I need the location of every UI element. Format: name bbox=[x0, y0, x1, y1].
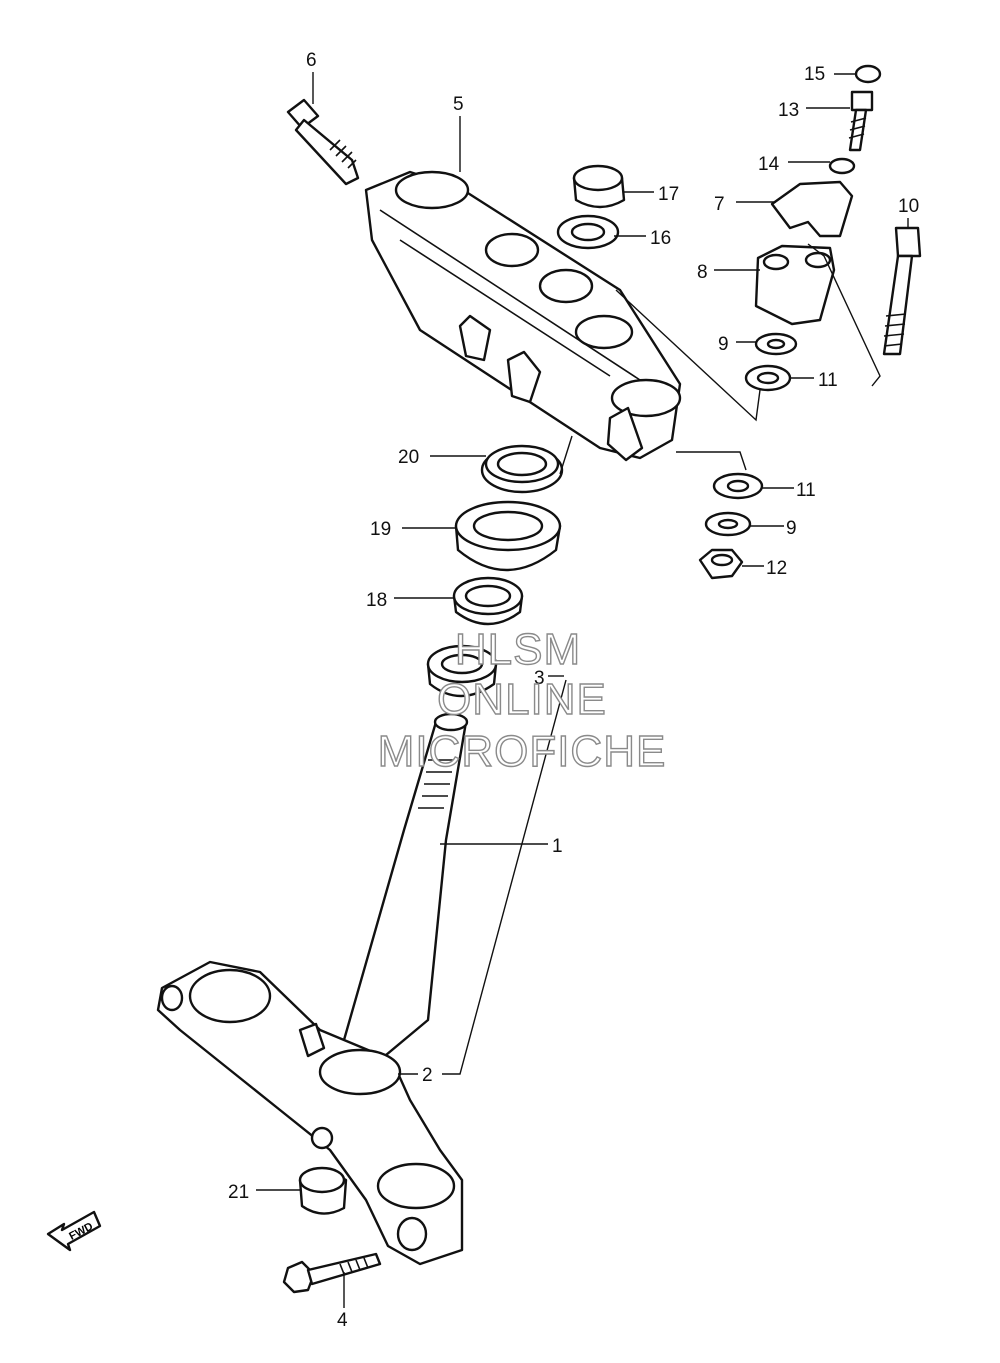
callout-20: 20 bbox=[398, 447, 419, 468]
callout-3: 3 bbox=[534, 668, 545, 689]
callout-labels: 6 5 17 16 15 13 14 7 10 8 9 11 20 11 19 … bbox=[228, 50, 919, 1331]
watermark-line-1: HLSM bbox=[455, 625, 581, 674]
callout-9-lower: 9 bbox=[786, 518, 797, 539]
callout-17: 17 bbox=[658, 184, 679, 205]
part-13-bolt bbox=[848, 90, 874, 152]
callout-11-upper: 11 bbox=[818, 370, 838, 391]
fwd-arrow-icon: FWD bbox=[46, 1210, 102, 1252]
callout-15: 15 bbox=[804, 64, 825, 85]
part-1-steering-stem bbox=[156, 712, 469, 1266]
part-14-washer bbox=[828, 157, 856, 175]
part-9-washer-upper bbox=[754, 332, 798, 356]
callout-10: 10 bbox=[898, 196, 919, 217]
callout-19: 19 bbox=[370, 519, 391, 540]
watermark: HLSM ONLINE MICROFICHE bbox=[377, 624, 667, 776]
callout-21: 21 bbox=[228, 1182, 249, 1203]
part-12-nut bbox=[698, 548, 744, 580]
part-3-bearing bbox=[426, 644, 498, 698]
part-16-washer bbox=[556, 214, 620, 250]
part-7-clamp-top bbox=[770, 180, 854, 238]
callout-6: 6 bbox=[306, 50, 317, 71]
part-17-cap bbox=[572, 164, 626, 209]
part-21-cap bbox=[298, 1166, 348, 1215]
callout-12: 12 bbox=[766, 558, 787, 579]
watermark-line-2: ONLINE bbox=[437, 675, 607, 724]
part-15-cap bbox=[854, 64, 882, 84]
callout-8: 8 bbox=[697, 262, 708, 283]
callout-16: 16 bbox=[650, 228, 671, 249]
part-20-lock-nut bbox=[480, 444, 564, 494]
watermark-line-3: MICROFICHE bbox=[378, 727, 667, 776]
callout-4: 4 bbox=[337, 1310, 348, 1331]
callout-11-lower: 11 bbox=[796, 480, 816, 501]
part-18-bearing bbox=[452, 576, 524, 626]
callout-14: 14 bbox=[758, 154, 780, 175]
callout-9-upper: 9 bbox=[718, 334, 729, 355]
leader-lines bbox=[256, 72, 909, 1308]
part-11-washer-upper bbox=[744, 364, 792, 392]
callout-2: 2 bbox=[422, 1065, 433, 1086]
callout-13: 13 bbox=[778, 100, 799, 121]
part-10-bolt bbox=[882, 226, 922, 356]
callout-18: 18 bbox=[366, 590, 387, 611]
callout-5: 5 bbox=[453, 94, 464, 115]
callout-1: 1 bbox=[552, 836, 563, 857]
part-6-bolt bbox=[286, 98, 360, 186]
part-5-upper-bracket bbox=[364, 170, 682, 462]
part-19-dust-seal bbox=[454, 500, 562, 572]
callout-7: 7 bbox=[714, 194, 725, 215]
part-9-washer-lower bbox=[704, 511, 752, 537]
part-8-clamp-holder bbox=[754, 244, 836, 326]
part-11-washer-lower bbox=[712, 472, 764, 500]
part-4-bolt bbox=[282, 1252, 382, 1294]
